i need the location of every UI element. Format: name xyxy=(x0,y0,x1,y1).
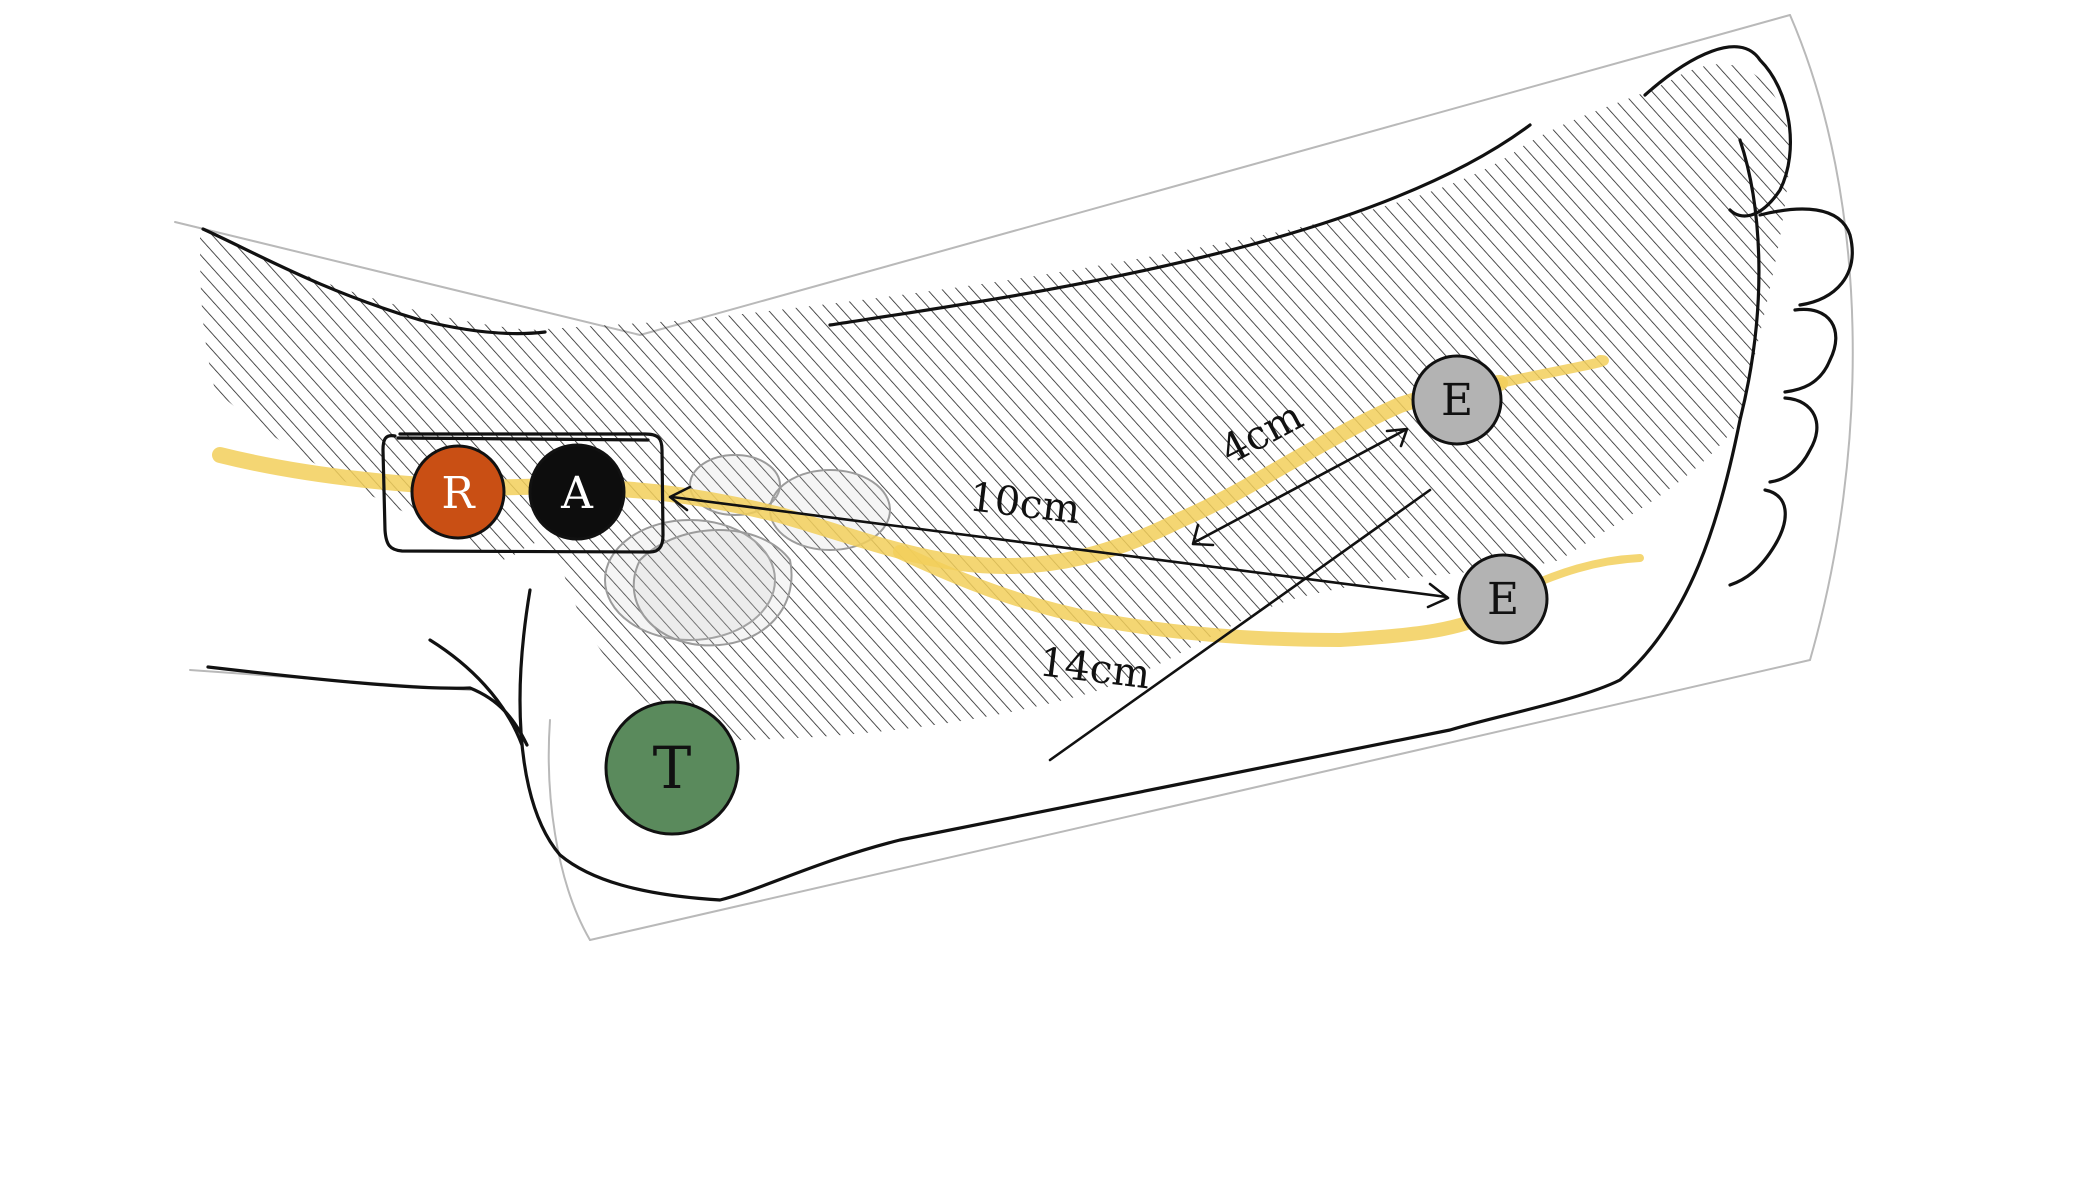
electrode-label-stimulation-1: E xyxy=(1441,375,1473,426)
electrode-active: A xyxy=(528,443,626,541)
electrode-holder xyxy=(381,432,665,554)
arrowhead-4cm-start xyxy=(1191,523,1215,547)
electrode-label-recording: R xyxy=(441,468,476,519)
electrode-holder-shadow xyxy=(396,436,650,442)
arrow-4cm xyxy=(1193,428,1407,544)
electrode-label-stimulation-2: E xyxy=(1487,574,1519,625)
electrode-recording: R xyxy=(410,444,506,540)
dorsal-shading xyxy=(200,64,1790,740)
arrowhead-4cm-end xyxy=(1385,427,1409,448)
guide-14cm xyxy=(1048,488,1432,762)
foot-outline xyxy=(201,45,1854,902)
electrode-stimulation-1: E xyxy=(1411,354,1503,446)
electrode-stimulation-2: E xyxy=(1457,553,1549,645)
arrow-10cm xyxy=(670,495,1449,599)
electrode-ground: T xyxy=(604,700,740,836)
measurement-arrows xyxy=(668,427,1450,762)
arrowhead-10cm-start xyxy=(668,485,692,512)
electrode-label-active: A xyxy=(560,468,594,519)
ankle-bones xyxy=(604,454,891,647)
electrode-label-ground: T xyxy=(653,734,692,802)
arrowhead-10cm-end xyxy=(1426,582,1450,609)
